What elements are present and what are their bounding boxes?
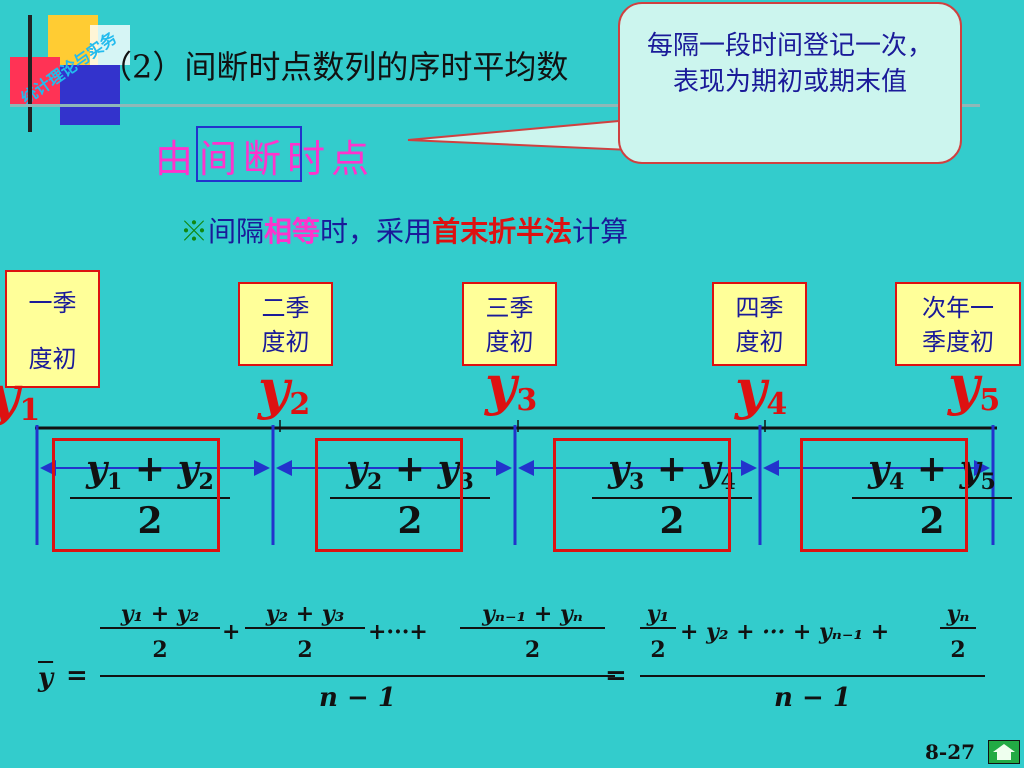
formula-left-fraction: y₁ + y₂ 2 + y₂ + y₃ 2 +···+ yₙ₋₁ + yₙ 2 …	[100, 595, 615, 713]
quarter-1-line2: 度初	[28, 345, 77, 373]
formula-right-fraction: y₁ 2 + y₂ + ··· + yₙ₋₁ + yₙ 2 n − 1	[640, 595, 985, 713]
header-vertical-rule	[28, 15, 32, 132]
formula-r2-den: 2	[950, 637, 966, 663]
note-b: 相等	[264, 215, 321, 248]
formula-r1: y₁	[640, 601, 676, 629]
formula-term-3: yₙ₋₁ + yₙ	[460, 601, 605, 629]
formula-right-den: n − 1	[774, 683, 851, 713]
formula-term-2-den: 2	[297, 637, 313, 663]
formula-r1-den: 2	[650, 637, 666, 663]
highlight-box-3	[553, 438, 731, 552]
quarter-3-line2: 度初	[485, 328, 534, 356]
quarter-box-1: 一季度初	[5, 270, 100, 388]
interval-fraction-2: y2 + y3 2	[330, 448, 490, 541]
formula-eq-2: =	[605, 661, 627, 691]
quarter-box-4: 四季度初	[712, 282, 807, 366]
y-label-4: y4	[735, 357, 788, 422]
formula-plus: +	[222, 619, 241, 645]
page-number: 8-27	[925, 740, 976, 764]
highlight-box-1	[52, 438, 220, 552]
quarter-box-3: 三季度初	[462, 282, 557, 366]
y-label-5: y5	[948, 353, 1001, 418]
slide-title: （2）间断时点数列的序时平均数	[100, 48, 569, 86]
course-logo: 统计理论与实务	[10, 15, 145, 130]
formula-r2: yₙ	[940, 601, 976, 629]
quarter-3-line1: 三季	[485, 294, 534, 322]
quarter-box-5: 次年一季度初	[895, 282, 1021, 366]
header-horizontal-rule	[10, 104, 980, 107]
note-e: 计算	[572, 215, 629, 248]
quarter-4-line2: 度初	[735, 328, 784, 356]
highlight-box-4	[800, 438, 968, 552]
y-label-1: y1	[0, 368, 41, 428]
note-c: 时，采用	[320, 215, 433, 248]
quarter-2-line2: 度初	[261, 328, 310, 356]
formula-term-1-den: 2	[152, 637, 168, 663]
formula-rmid: + y₂ + ··· + yₙ₋₁ +	[680, 619, 890, 645]
formula-term-2: y₂ + y₃	[245, 601, 365, 629]
quarter-5-line1: 次年一	[922, 294, 994, 322]
y-label-3: y3	[485, 353, 538, 418]
note-mark: ※	[180, 215, 209, 248]
highlight-box-2	[315, 438, 463, 552]
method-note: ※间隔相等时，采用首末折半法计算	[180, 210, 628, 250]
formula-term-1: y₁ + y₂	[100, 601, 220, 629]
note-d: 首末折半法	[432, 215, 573, 248]
mean-formula: y = y₁ + y₂ 2 + y₂ + y₃ 2 +···+ yₙ₋₁ + y…	[30, 595, 1010, 725]
quarter-2-line1: 二季	[261, 294, 310, 322]
callout-bubble: 每隔一段时间登记一次，表现为期初或期末值	[618, 2, 962, 164]
quarter-5-line2: 季度初	[922, 328, 994, 356]
interval-fraction-3: y3 + y4 2	[592, 448, 752, 541]
y-label-2: y2	[258, 357, 311, 422]
subtitle-pre: 由	[155, 137, 200, 181]
formula-dots: +···+	[368, 619, 428, 645]
quarter-4-line1: 四季	[735, 294, 784, 322]
interval-fraction-4: y4 + y5 2	[852, 448, 1012, 541]
formula-term-3-den: 2	[524, 637, 541, 663]
formula-lhs: y	[38, 663, 54, 693]
interval-fraction-1: y1 + y2 2	[70, 448, 230, 541]
subtitle-boxed: 间断	[199, 137, 288, 181]
note-a: 间隔	[208, 215, 265, 248]
quarter-box-2: 二季度初	[238, 282, 333, 366]
nav-home-icon[interactable]	[988, 740, 1020, 764]
subtitle-highlight-box	[196, 126, 302, 182]
formula-eq-1: =	[66, 661, 88, 691]
quarter-1-line1: 一季	[28, 289, 77, 317]
formula-left-den: n − 1	[319, 683, 396, 713]
